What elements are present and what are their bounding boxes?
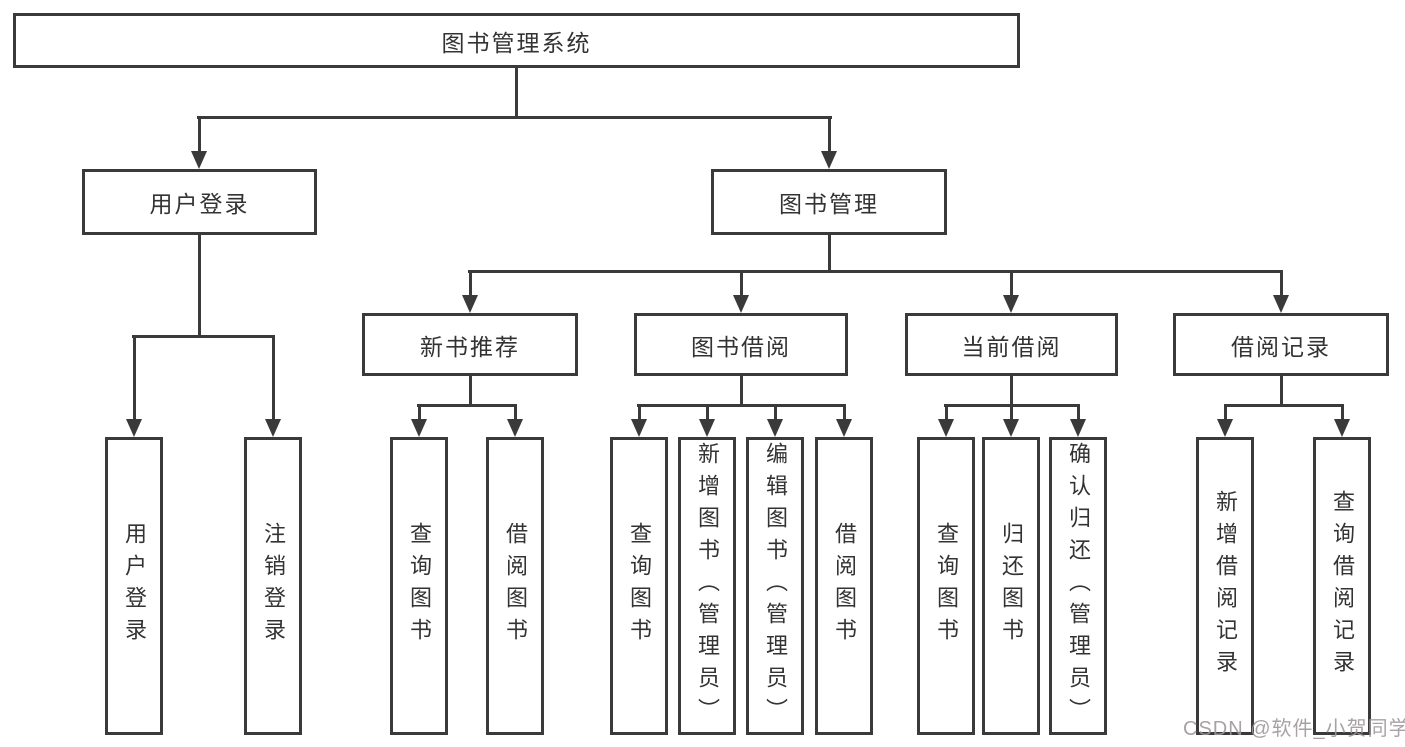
leaf-current-query-books: 查询图书 — [917, 437, 975, 735]
leaf-records-add-record: 新增借阅记录 — [1196, 437, 1254, 735]
connector-line — [132, 335, 274, 338]
connector-line — [469, 270, 472, 298]
leaf-current-return-books: 归还图书 — [982, 437, 1040, 735]
connector-line — [198, 116, 201, 156]
leaf-borrowing-add-books-admin: 新增图书（管理员） — [678, 437, 736, 735]
arrow-down-icon — [462, 295, 478, 313]
leaf-borrowing-edit-books-admin: 编辑图书（管理员） — [746, 437, 804, 735]
node-root-label: 图书管理系统 — [441, 29, 592, 56]
arrow-down-icon — [1003, 295, 1019, 313]
node-current-borrowing-label: 当前借阅 — [961, 333, 1062, 360]
node-borrowing-records: 借阅记录 — [1173, 313, 1389, 376]
arrow-down-icon — [699, 419, 715, 437]
arrow-down-icon — [507, 419, 523, 437]
arrow-down-icon — [733, 295, 749, 313]
connector-line — [828, 116, 831, 156]
connector-line — [843, 404, 846, 422]
csdn-watermark: CSDN @软件_小贺同学 — [1183, 718, 1405, 740]
leaf-recommend-query-books: 查询图书 — [390, 437, 448, 735]
arrow-down-icon — [1334, 419, 1350, 437]
connector-line — [198, 234, 201, 338]
arrow-down-icon — [767, 419, 783, 437]
arrow-down-icon — [1273, 295, 1289, 313]
leaf-records-query-record: 查询借阅记录 — [1313, 437, 1371, 735]
leaf-borrowing-query-books: 查询图书 — [610, 437, 668, 735]
arrow-down-icon — [126, 419, 142, 437]
leaf-user-login-label: 用户登录 — [122, 522, 147, 650]
node-user-login: 用户登录 — [82, 169, 317, 235]
node-book-management-label: 图书管理 — [779, 191, 879, 217]
connector-line — [740, 270, 743, 298]
leaf-borrowing-borrow-books: 借阅图书 — [815, 437, 873, 735]
node-new-book-recommend: 新书推荐 — [362, 313, 578, 376]
connector-line — [1010, 404, 1013, 422]
connector-line — [740, 375, 743, 407]
connector-line — [417, 404, 517, 407]
node-book-management: 图书管理 — [711, 169, 947, 235]
connector-line — [774, 404, 777, 422]
arrow-down-icon — [191, 151, 207, 169]
arrow-down-icon — [821, 151, 837, 169]
arrow-down-icon — [631, 419, 647, 437]
leaf-current-confirm-return-admin-label: 确认归还（管理员） — [1066, 442, 1091, 730]
connector-line — [828, 234, 831, 273]
leaf-recommend-borrow-books-label: 借阅图书 — [503, 522, 528, 650]
connector-line — [515, 67, 518, 119]
leaf-records-query-record-label: 查询借阅记录 — [1330, 490, 1355, 682]
leaf-current-confirm-return-admin: 确认归还（管理员） — [1049, 437, 1107, 735]
node-root-system: 图书管理系统 — [13, 13, 1020, 68]
arrow-down-icon — [1217, 419, 1233, 437]
leaf-records-add-record-label: 新增借阅记录 — [1213, 490, 1238, 682]
arrow-down-icon — [411, 419, 427, 437]
leaf-borrowing-add-books-admin-label: 新增图书（管理员） — [695, 442, 720, 730]
connector-line — [706, 404, 709, 422]
arrow-down-icon — [938, 419, 954, 437]
node-book-borrowing-label: 图书借阅 — [691, 333, 791, 360]
node-book-borrowing: 图书借阅 — [634, 313, 848, 376]
arrow-down-icon — [1070, 419, 1086, 437]
connector-line — [1224, 404, 1343, 407]
node-borrowing-records-label: 借阅记录 — [1231, 333, 1331, 360]
leaf-current-query-books-label: 查询图书 — [934, 522, 959, 650]
connector-line — [1010, 375, 1013, 407]
connector-line — [1341, 404, 1344, 422]
node-user-login-label: 用户登录 — [149, 191, 250, 217]
leaf-logout-label: 注销登录 — [261, 522, 286, 650]
connector-line — [418, 404, 421, 422]
connector-line — [133, 335, 136, 423]
connector-line — [514, 404, 517, 422]
connector-line — [1224, 404, 1227, 422]
connector-line — [1077, 404, 1080, 422]
connector-line — [272, 335, 275, 423]
connector-line — [197, 116, 832, 119]
connector-line — [1280, 270, 1283, 298]
leaf-borrowing-borrow-books-label: 借阅图书 — [832, 522, 857, 650]
leaf-current-return-books-label: 归还图书 — [999, 522, 1024, 650]
leaf-recommend-query-books-label: 查询图书 — [407, 522, 432, 650]
connector-line — [469, 375, 472, 407]
leaf-borrowing-query-books-label: 查询图书 — [627, 522, 652, 650]
node-current-borrowing: 当前借阅 — [905, 313, 1118, 376]
arrow-down-icon — [265, 419, 281, 437]
arrow-down-icon — [836, 419, 852, 437]
leaf-user-login: 用户登录 — [105, 437, 163, 735]
connector-line — [945, 404, 948, 422]
connector-line — [638, 404, 641, 422]
leaf-borrowing-edit-books-admin-label: 编辑图书（管理员） — [763, 442, 788, 730]
leaf-logout: 注销登录 — [244, 437, 302, 735]
leaf-recommend-borrow-books: 借阅图书 — [486, 437, 544, 735]
connector-line — [468, 270, 1283, 273]
arrow-down-icon — [1003, 419, 1019, 437]
connector-line — [637, 404, 846, 407]
connector-line — [1010, 270, 1013, 298]
connector-line — [1280, 375, 1283, 407]
node-new-book-recommend-label: 新书推荐 — [420, 333, 520, 360]
